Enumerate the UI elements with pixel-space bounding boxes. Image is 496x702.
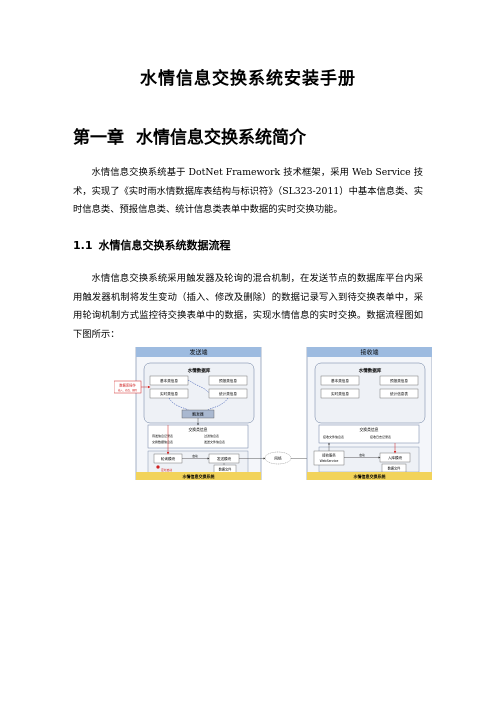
dashed-link-3 bbox=[187, 379, 210, 394]
sender-exchange-item-0: 待发信息记录表 bbox=[152, 433, 173, 438]
data-flow-diagram: 发送端 水情数据库 基本类信息 预报类信息 实时类信息 统计类信息 触发器 交换… bbox=[114, 347, 432, 480]
db-operations: 数据库操作 插入、修改、删除 bbox=[114, 380, 151, 394]
section-title: 水情信息交换系统数据流程 bbox=[98, 239, 231, 252]
sender-exchange-item-1: 过滤信息表 bbox=[204, 433, 219, 438]
section-heading: 1.1 水情信息交换系统数据流程 bbox=[73, 237, 231, 253]
sender-box-basic bbox=[149, 375, 189, 386]
receiver-box-stats bbox=[379, 388, 419, 399]
sender-box-forecast bbox=[208, 375, 248, 386]
receiver-box-realtime-label: 实时类信息 bbox=[331, 391, 349, 396]
chapter-title: 水情信息交换系统简介 bbox=[136, 128, 306, 148]
sender-start-label: 启动 bbox=[192, 454, 198, 458]
intro-paragraph: 水情信息交换系统基于 DotNet Framework 技术框架，采用 Web … bbox=[73, 167, 423, 215]
chapter-number: 第一章 bbox=[73, 128, 124, 148]
receive-service-sub: WebService bbox=[320, 459, 339, 463]
trigger-label: 触发器 bbox=[192, 412, 204, 417]
sender-box-realtime-label: 实时类信息 bbox=[160, 391, 178, 396]
db-ops-sub: 插入、修改、删除 bbox=[118, 388, 138, 392]
receiver-exchange-item-1: 接收日志记录表 bbox=[370, 434, 391, 439]
sender-file-label: 数据文件 bbox=[219, 467, 233, 472]
receiver-header-bar bbox=[307, 347, 432, 357]
chapter-heading: 第一章水情信息交换系统简介 bbox=[73, 123, 306, 148]
receiver-exchange-title: 交换类信息 bbox=[360, 427, 379, 432]
poll-module-label: 轮询模块 bbox=[161, 456, 176, 461]
network-label: 网络 bbox=[274, 456, 282, 461]
sender-exchange-title: 交换类信息 bbox=[189, 427, 208, 432]
timer-dot bbox=[156, 465, 160, 469]
receiver-box-forecast-label: 预报类信息 bbox=[390, 378, 408, 383]
sender-exchange-item-2: 交换数据信息表 bbox=[152, 439, 173, 444]
receiver-box-basic bbox=[320, 375, 360, 386]
receiver-exchange bbox=[318, 424, 420, 444]
receiver-box-basic-label: 基本类信息 bbox=[331, 378, 349, 383]
network-cloud bbox=[264, 451, 292, 465]
sender-box-basic-label: 基本类信息 bbox=[160, 378, 178, 383]
dashed-link-2 bbox=[205, 397, 229, 412]
receiver-exchange-item-0: 接收文件信息表 bbox=[323, 434, 344, 439]
flow-paragraph: 水情信息交换系统采用触发器及轮询的混合机制，在发送节点的数据库平台内采用触发器机… bbox=[73, 273, 423, 340]
network: 网络 bbox=[239, 451, 314, 465]
receiver-footer: 水情信息交换系统 bbox=[353, 473, 386, 479]
receiver-box-forecast bbox=[379, 375, 419, 386]
send-module-label: 发送模块 bbox=[217, 456, 232, 461]
receiver-db-title: 水情数据库 bbox=[359, 367, 382, 374]
sender-panel: 发送端 水情数据库 基本类信息 预报类信息 实时类信息 统计类信息 触发器 交换… bbox=[135, 347, 262, 480]
receiver-box-realtime bbox=[320, 388, 360, 399]
import-module-label: 入库模块 bbox=[388, 455, 403, 460]
doc-title: 水情信息交换系统安装手册 bbox=[140, 69, 356, 89]
sender-footer-bar bbox=[136, 472, 261, 480]
receiver-box-stats-label: 统计信息表 bbox=[390, 391, 408, 396]
sender-header: 发送端 bbox=[189, 349, 207, 357]
receiver-file-label: 数据文件 bbox=[388, 466, 402, 471]
receive-service-label: 接收服务 bbox=[322, 453, 336, 458]
receiver-header: 接收端 bbox=[360, 349, 378, 357]
timer-label: 定时启动 bbox=[161, 468, 172, 472]
sender-db-title: 水情数据库 bbox=[188, 367, 211, 374]
db-ops-title: 数据库操作 bbox=[119, 383, 136, 388]
receiver-footer-bar bbox=[307, 472, 432, 480]
sender-header-bar bbox=[136, 347, 261, 357]
sender-footer: 水情信息交换系统 bbox=[182, 473, 215, 479]
sender-box-stats-label: 统计类信息 bbox=[219, 391, 237, 396]
sender-box-forecast-label: 预报类信息 bbox=[219, 378, 237, 383]
receiver-start-label: 启动 bbox=[359, 453, 365, 457]
receiver-panel: 接收端 水情数据库 基本类信息 预报类信息 实时类信息 统计信息表 交换类信息 … bbox=[306, 347, 432, 480]
sender-exchange-item-3: 发送文件信息表 bbox=[204, 439, 225, 444]
section-number: 1.1 bbox=[73, 239, 93, 252]
